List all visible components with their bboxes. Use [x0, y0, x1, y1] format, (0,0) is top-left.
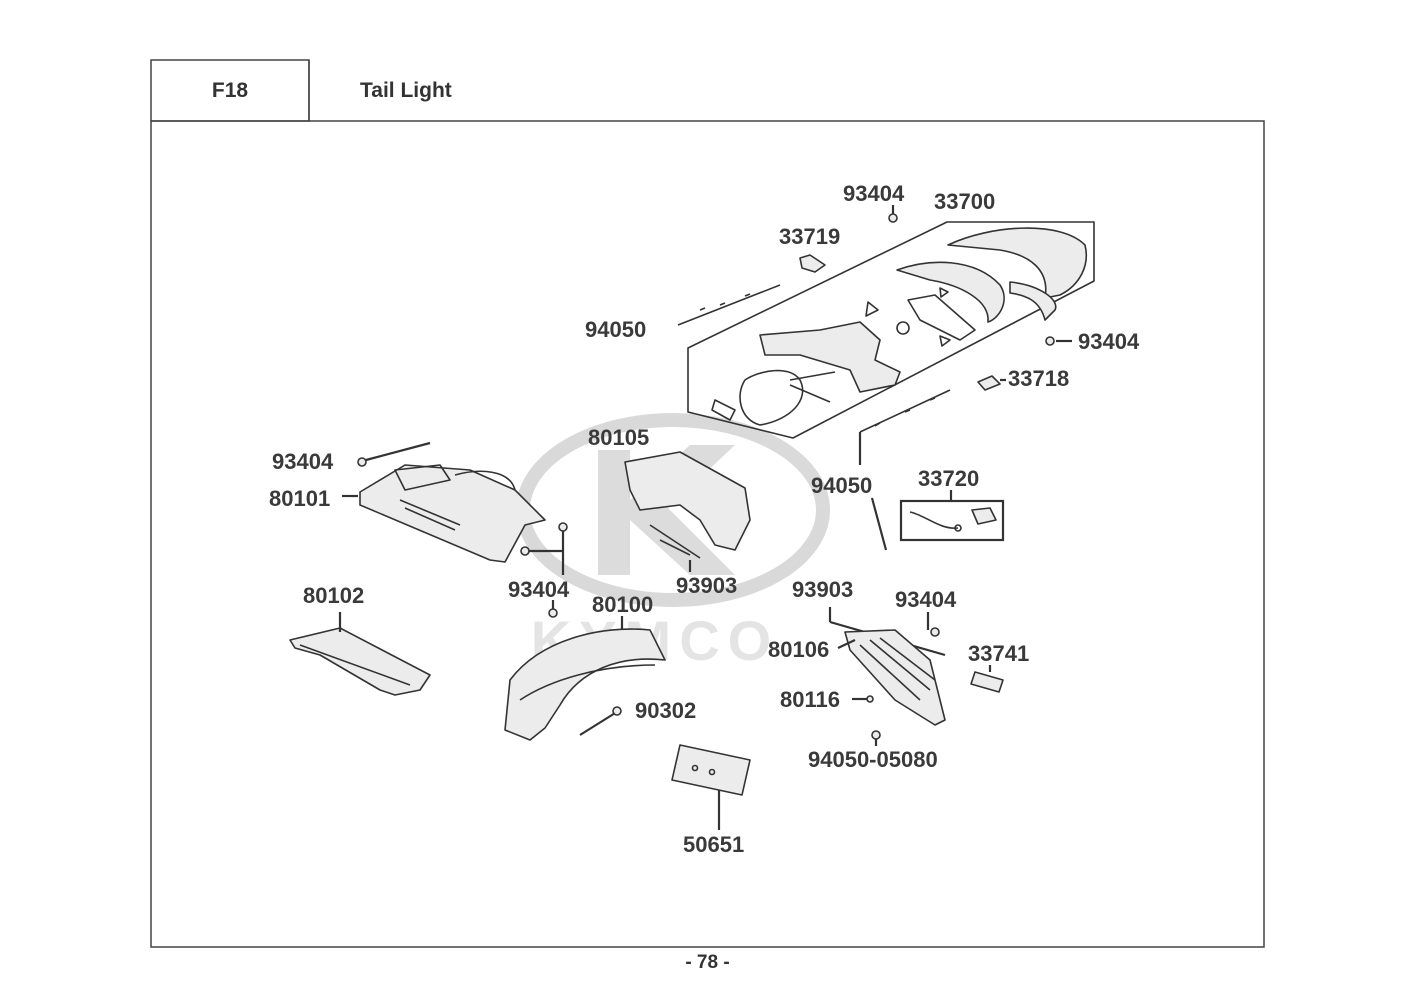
callout-label: 93404 — [843, 181, 905, 206]
tail-light-housing — [711, 287, 951, 426]
callout-label: 80100 — [592, 592, 653, 617]
callout-label: 93903 — [676, 573, 737, 598]
fender-80100 — [504, 628, 666, 741]
assembly-outline-33700 — [687, 221, 1095, 439]
tail-light-lens — [896, 227, 1087, 341]
callout-label: 94050-05080 — [808, 747, 938, 772]
license-bracket-80106 — [844, 629, 946, 726]
callout-label: 33718 — [1008, 366, 1069, 391]
sheet-code: F18 — [211, 79, 249, 102]
screw-93404-lower-right — [926, 612, 940, 637]
callout-label: 80105 — [588, 425, 649, 450]
callout-label: 93404 — [1078, 329, 1140, 354]
screw-94050-05080 — [871, 730, 881, 746]
bracket-80102 — [289, 627, 431, 696]
page-title: Tail Light — [360, 79, 452, 102]
clip-33719 — [799, 254, 826, 273]
socket-33718 — [977, 375, 1006, 391]
license-light-33720 — [899, 499, 1005, 542]
screw-80116 — [852, 695, 874, 703]
callout-label: 90302 — [635, 698, 696, 723]
callout-label: 80101 — [269, 486, 330, 511]
screw-94050-lower — [859, 389, 951, 433]
screw-93404-mid — [520, 522, 568, 618]
bracket-80105 — [624, 451, 751, 559]
callout-label: 80106 — [768, 637, 829, 662]
screw-90302 — [579, 706, 622, 736]
callout-label: 50651 — [683, 832, 744, 857]
callout-label: 94050 — [811, 473, 872, 498]
callout-label: 93404 — [895, 587, 957, 612]
cover-80101 — [359, 464, 546, 563]
diagram-frame — [150, 120, 1265, 948]
screw-94050-upper — [677, 284, 781, 326]
reflector-33741 — [970, 671, 1004, 693]
screw-93404-right — [1045, 336, 1072, 346]
callout-label: 93404 — [508, 577, 570, 602]
screw-93404-left — [357, 441, 431, 467]
screw-93404-top — [888, 205, 898, 223]
callout-label: 80102 — [303, 583, 364, 608]
callout-label: 80116 — [780, 687, 840, 712]
callout-label: 93404 — [272, 449, 334, 474]
callout-label: 33719 — [779, 224, 840, 249]
callout-label: 33741 — [968, 641, 1029, 666]
callout-label: 93903 — [792, 577, 853, 602]
plate-50651 — [671, 744, 751, 796]
callout-label: 33700 — [934, 189, 995, 214]
wire-94050-lower — [858, 432, 888, 551]
callout-label: 33720 — [918, 466, 979, 491]
callout-label: 94050 — [585, 317, 646, 342]
page-number: - 78 - — [685, 952, 730, 973]
